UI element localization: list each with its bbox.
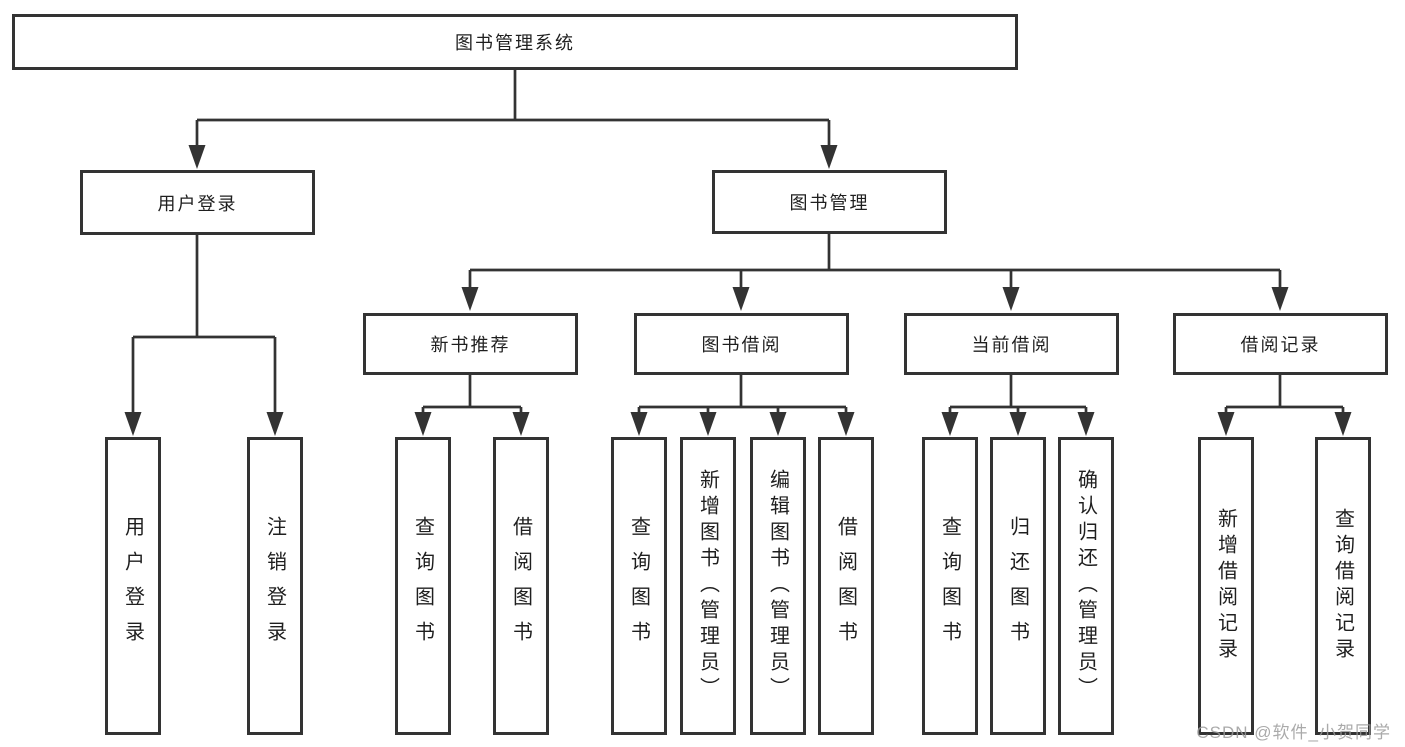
arrowhead: [1334, 412, 1352, 436]
leaf-add-books-admin-label: 新增图书（管理员）: [696, 469, 719, 703]
arrowhead: [1217, 412, 1235, 436]
leaf-borrow-books-label: 借阅图书: [834, 516, 857, 656]
node-book-management: 图书管理: [712, 170, 947, 234]
leaf-user-login: 用户登录: [105, 437, 161, 735]
node-new-book-recommend-label: 新书推荐: [430, 335, 511, 355]
arrowhead: [1271, 287, 1289, 311]
leaf-edit-books-admin: 编辑图书（管理员）: [750, 437, 806, 735]
leaf-add-books-admin: 新增图书（管理员）: [680, 437, 736, 735]
node-new-book-recommend: 新书推荐: [363, 313, 578, 375]
leaf-logout-label: 注销登录: [263, 516, 286, 656]
node-book-borrowing-label: 图书借阅: [701, 335, 782, 355]
arrowhead: [630, 412, 648, 436]
arrowhead: [188, 145, 206, 169]
leaf-add-borrow-record-label: 新增借阅记录: [1214, 508, 1237, 664]
leaf-confirm-return-admin-label: 确认归还（管理员）: [1074, 469, 1097, 703]
arrowhead: [1002, 287, 1020, 311]
arrowhead: [941, 412, 959, 436]
leaf-query-borrow-record: 查询借阅记录: [1315, 437, 1371, 735]
arrowhead: [461, 287, 479, 311]
node-root: 图书管理系统: [12, 14, 1018, 70]
leaf-query-borrow-record-label: 查询借阅记录: [1331, 508, 1354, 664]
leaf-borrow-books-recommend: 借阅图书: [493, 437, 549, 735]
arrowhead: [837, 412, 855, 436]
leaf-borrow-books-recommend-label: 借阅图书: [509, 516, 532, 656]
leaf-borrow-books: 借阅图书: [818, 437, 874, 735]
watermark: CSDN @软件_小贺同学: [1196, 723, 1391, 742]
leaf-query-books-recommend: 查询图书: [395, 437, 451, 735]
node-current-borrowing: 当前借阅: [904, 313, 1119, 375]
leaf-edit-books-admin-label: 编辑图书（管理员）: [766, 469, 789, 703]
leaf-query-books-borrowing: 查询图书: [611, 437, 667, 735]
arrowhead: [1077, 412, 1095, 436]
leaf-query-books-current-label: 查询图书: [938, 516, 961, 656]
leaf-add-borrow-record: 新增借阅记录: [1198, 437, 1254, 735]
arrowhead: [769, 412, 787, 436]
node-current-borrowing-label: 当前借阅: [971, 335, 1052, 355]
leaf-query-books-borrowing-label: 查询图书: [627, 516, 650, 656]
arrowhead: [512, 412, 530, 436]
leaf-user-login-label: 用户登录: [121, 516, 144, 656]
node-book-management-label: 图书管理: [789, 193, 870, 213]
arrowhead: [699, 412, 717, 436]
leaf-query-books-recommend-label: 查询图书: [411, 516, 434, 656]
arrowhead: [732, 287, 750, 311]
arrowhead: [266, 412, 284, 436]
node-user-login-label: 用户登录: [157, 193, 238, 214]
arrowhead: [1009, 412, 1027, 436]
leaf-return-books-label: 归还图书: [1006, 516, 1029, 656]
arrowhead: [820, 145, 838, 169]
arrowhead: [414, 412, 432, 436]
node-borrow-records: 借阅记录: [1173, 313, 1388, 375]
leaf-logout: 注销登录: [247, 437, 303, 735]
node-book-borrowing: 图书借阅: [634, 313, 849, 375]
leaf-return-books: 归还图书: [990, 437, 1046, 735]
arrowhead: [124, 412, 142, 436]
node-user-login: 用户登录: [80, 170, 315, 235]
leaf-confirm-return-admin: 确认归还（管理员）: [1058, 437, 1114, 735]
leaf-query-books-current: 查询图书: [922, 437, 978, 735]
node-root-label: 图书管理系统: [455, 33, 575, 53]
node-borrow-records-label: 借阅记录: [1240, 335, 1321, 355]
